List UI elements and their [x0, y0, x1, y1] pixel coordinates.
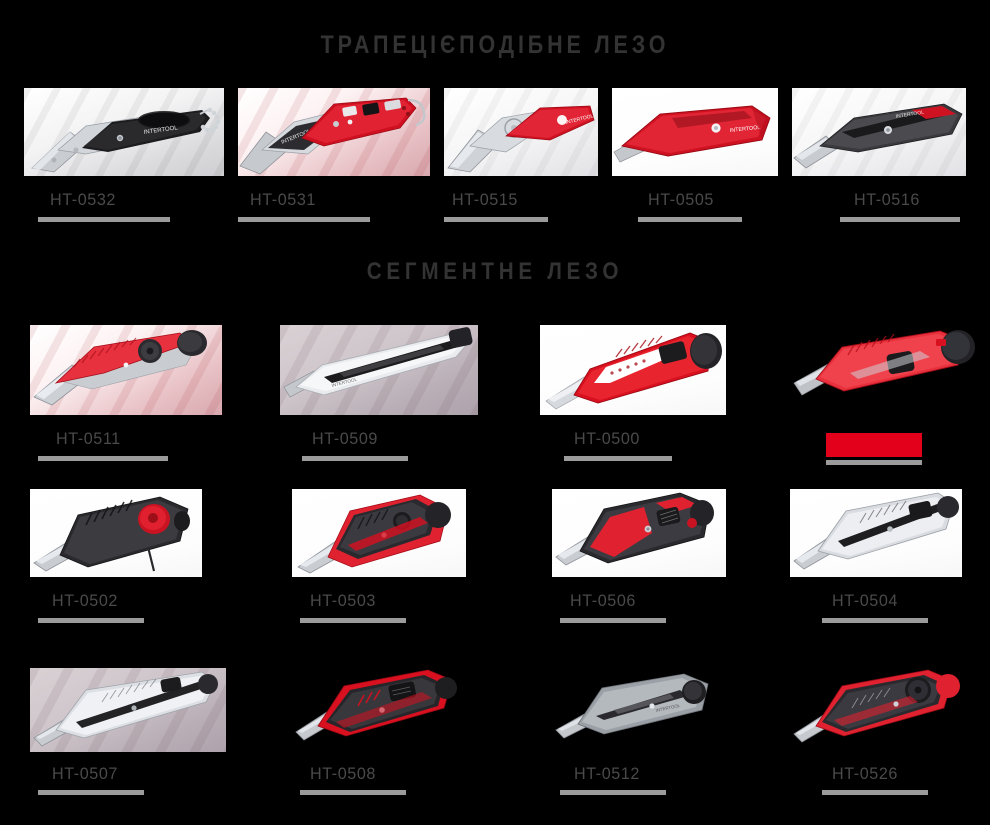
product-tile[interactable]: INTERTOOL HT-0515 [444, 88, 598, 222]
knife-trapezoid-red-icon: INTERTOOL [444, 88, 598, 176]
product-tile[interactable]: HT-0504 [790, 489, 962, 623]
knife-snap-red-knob-icon [30, 325, 222, 415]
product-underline [38, 790, 144, 795]
product-tile[interactable] [790, 325, 986, 465]
product-label: HT-0507 [52, 764, 118, 783]
product-tile[interactable]: HT-0502 [30, 489, 202, 623]
knife-snap-red-grip-icon [790, 325, 986, 415]
product-tile[interactable]: INTERTOOL HT-0532 [24, 88, 224, 222]
product-photo: INTERTOOL [24, 88, 224, 176]
product-photo [790, 668, 966, 752]
knife-folding-black-icon: INTERTOOL [24, 88, 224, 176]
product-underline [822, 790, 928, 795]
product-tile[interactable]: HT-0511 [30, 325, 222, 461]
svg-text:INTERTOOL: INTERTOOL [655, 703, 681, 713]
product-underline [822, 618, 928, 623]
knife-snap-red-big-icon [540, 325, 726, 415]
knife-snap-black-wheel-icon [30, 489, 202, 577]
product-label: HT-0502 [52, 591, 118, 610]
product-label: HT-0532 [50, 190, 116, 209]
knife-snap-silver-dark-icon [790, 489, 962, 577]
product-label: HT-0505 [648, 190, 714, 209]
product-underline [302, 456, 408, 461]
product-photo [292, 668, 466, 752]
product-tile[interactable]: HT-0500 [540, 325, 726, 461]
product-photo [30, 325, 222, 415]
knife-snap-red-black-icon [292, 489, 466, 577]
product-photo [292, 489, 466, 577]
product-label: HT-0506 [570, 591, 636, 610]
product-underline [38, 217, 170, 222]
product-tile[interactable]: HT-0506 [552, 489, 726, 623]
product-tile[interactable]: HT-0507 [30, 668, 226, 795]
product-label-highlight[interactable] [826, 433, 922, 457]
product-photo [552, 489, 726, 577]
knife-snap-red-black2-icon [552, 489, 726, 577]
product-photo [30, 489, 202, 577]
knife-trapezoid-red2-icon: INTERTOOL [612, 88, 778, 176]
product-photo: INTERTOOL [612, 88, 778, 176]
svg-text:INTERTOOL: INTERTOOL [730, 125, 761, 134]
product-photo: INTERTOOL [238, 88, 430, 176]
product-label: HT-0500 [574, 429, 640, 448]
product-underline [564, 456, 672, 461]
knife-trapezoid-dark-icon: INTERTOOL [792, 88, 966, 176]
product-photo: INTERTOOL [280, 325, 478, 415]
section-title-segment: СЕГМЕНТНЕ ЛЕЗО [366, 258, 624, 285]
product-photo: INTERTOOL [444, 88, 598, 176]
product-label: HT-0516 [854, 190, 920, 209]
product-photo: INTERTOOL [792, 88, 966, 176]
product-tile[interactable]: INTERTOOL HT-0505 [612, 88, 778, 222]
product-underline [300, 618, 406, 623]
product-tile[interactable]: INTERTOOL HT-0531 [238, 88, 430, 222]
product-label: HT-0503 [310, 591, 376, 610]
section-title-trapezoid: ТРАПЕЦІЄПОДІБНЕ ЛЕЗО [320, 31, 670, 59]
product-photo [540, 325, 726, 415]
product-underline [38, 456, 168, 461]
product-label: HT-0508 [310, 764, 376, 783]
svg-text:INTERTOOL: INTERTOOL [331, 377, 358, 388]
product-tile[interactable]: INTERTOOL HT-0516 [792, 88, 966, 222]
product-underline [444, 217, 548, 222]
product-underline [840, 217, 960, 222]
product-tile[interactable]: INTERTOOL HT-0512 [552, 668, 726, 795]
product-tile[interactable]: HT-0503 [292, 489, 466, 623]
product-underline [638, 217, 742, 222]
product-label: HT-0504 [832, 591, 898, 610]
product-underline [560, 618, 666, 623]
knife-folding-red-icon: INTERTOOL [238, 88, 430, 176]
svg-text:INTERTOOL: INTERTOOL [895, 110, 924, 120]
product-underline [826, 460, 922, 465]
svg-text:INTERTOOL: INTERTOOL [143, 125, 178, 136]
product-underline [238, 217, 370, 222]
product-label: HT-0531 [250, 190, 316, 209]
product-tile[interactable]: HT-0526 [790, 668, 966, 795]
product-label: HT-0526 [832, 764, 898, 783]
product-label: HT-0512 [574, 764, 640, 783]
product-tile[interactable]: INTERTOOL HT-0509 [280, 325, 478, 461]
product-label: HT-0515 [452, 190, 518, 209]
product-label: HT-0511 [56, 429, 121, 448]
knife-snap-red-dark-icon [292, 668, 466, 752]
product-photo [30, 668, 226, 752]
product-underline [300, 790, 406, 795]
product-underline [560, 790, 666, 795]
knife-snap-silver-slim-icon [30, 668, 226, 752]
product-underline [38, 618, 144, 623]
knife-snap-gray-body-icon: INTERTOOL [552, 668, 726, 752]
knife-snap-slim-silver-icon: INTERTOOL [280, 325, 478, 415]
product-photo: INTERTOOL [552, 668, 726, 752]
product-label: HT-0509 [312, 429, 378, 448]
product-photo [790, 325, 986, 415]
product-photo [790, 489, 962, 577]
product-tile[interactable]: HT-0508 [292, 668, 466, 795]
knife-snap-red-knob2-icon [790, 668, 966, 752]
